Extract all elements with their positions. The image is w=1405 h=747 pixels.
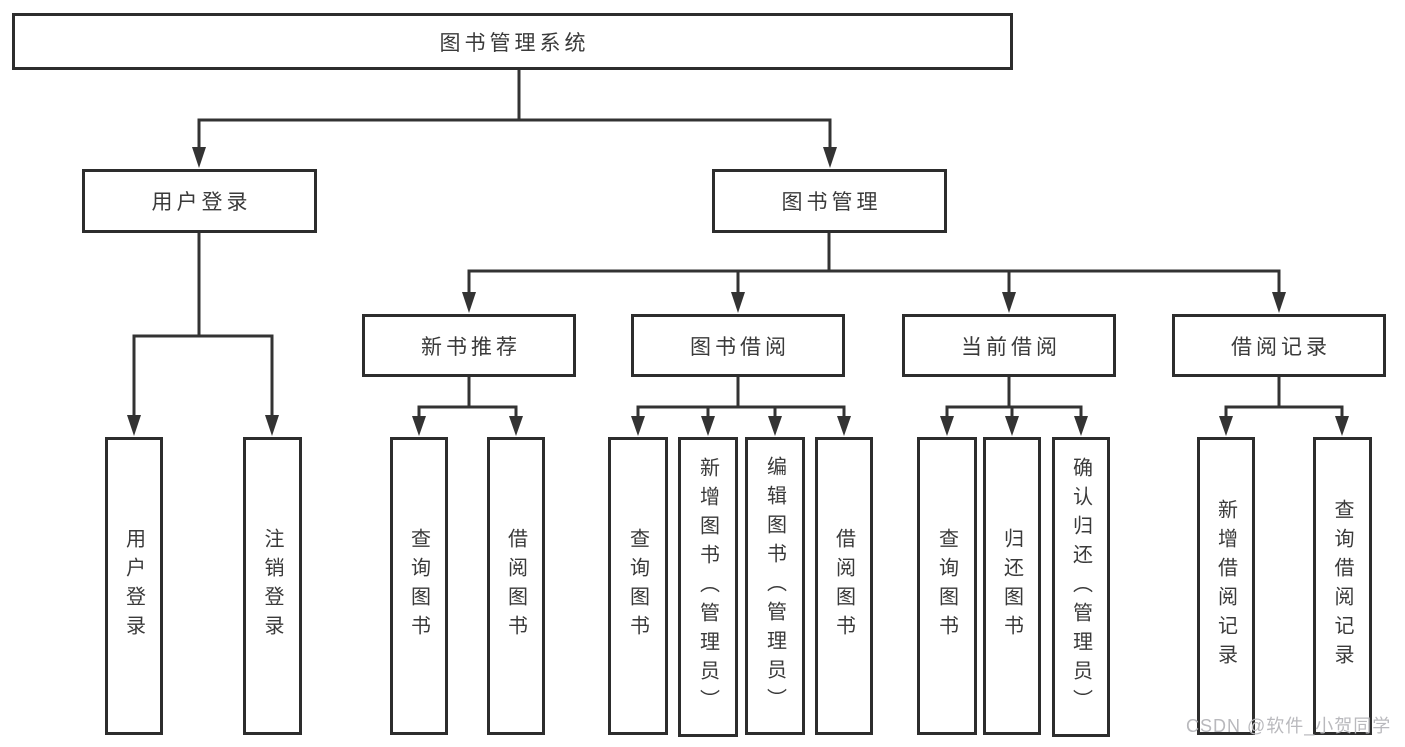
- node-label: 查询借阅记录: [1331, 499, 1353, 673]
- node-label: 注销登录: [261, 528, 283, 644]
- node-leaf-query-books-nb: 查询图书: [390, 437, 448, 735]
- node-label: 图书管理系统: [439, 31, 590, 55]
- node-label: 查询图书: [935, 528, 958, 644]
- csdn-watermark: CSDN @软件_小贺同学: [1186, 716, 1392, 736]
- node-leaf-borrow-books-nb: 借阅图书: [487, 437, 545, 735]
- node-leaf-query-borrow-record: 查询借阅记录: [1313, 437, 1372, 735]
- node-leaf-logout: 注销登录: [243, 437, 302, 735]
- node-label: 查询图书: [626, 528, 649, 644]
- node-leaf-query-books-cb: 查询图书: [917, 437, 977, 735]
- node-book-borrow: 图书借阅: [631, 314, 845, 377]
- node-user-login: 用户登录: [82, 169, 317, 233]
- node-label: 新书推荐: [421, 335, 521, 359]
- node-current-borrow: 当前借阅: [902, 314, 1116, 377]
- node-label: 用户登录: [151, 191, 252, 214]
- connector-current-borrow-to-leaves: [940, 377, 1088, 436]
- node-label: 新增图书（管理员）: [696, 456, 719, 718]
- node-leaf-query-books-bb: 查询图书: [608, 437, 668, 735]
- node-library-management-system: 图书管理系统: [12, 13, 1013, 70]
- node-leaf-borrow-books-bb: 借阅图书: [815, 437, 873, 735]
- connector-borrow-records-to-leaves: [1219, 377, 1349, 436]
- node-label: 查询图书: [407, 528, 430, 644]
- connector-book-mgmt-to-level3: [462, 233, 1286, 313]
- node-leaf-add-books-admin: 新增图书（管理员）: [678, 437, 738, 737]
- node-leaf-return-books: 归还图书: [983, 437, 1041, 735]
- node-book-management: 图书管理: [712, 169, 947, 233]
- node-label: 确认归还（管理员）: [1069, 456, 1092, 718]
- node-label: 编辑图书（管理员）: [763, 455, 786, 717]
- node-label: 借阅图书: [832, 528, 855, 644]
- node-label: 用户登录: [122, 528, 145, 644]
- connector-book-borrow-to-leaves: [631, 377, 851, 436]
- node-label: 借阅图书: [504, 528, 527, 644]
- node-label: 图书借阅: [690, 335, 790, 359]
- node-leaf-add-borrow-record: 新增借阅记录: [1197, 437, 1255, 735]
- node-leaf-confirm-return-admin: 确认归还（管理员）: [1052, 437, 1110, 737]
- node-label: 借阅记录: [1231, 335, 1331, 359]
- node-leaf-edit-books-admin: 编辑图书（管理员）: [745, 437, 805, 735]
- node-leaf-user-login: 用户登录: [105, 437, 163, 735]
- node-borrow-records: 借阅记录: [1172, 314, 1386, 377]
- node-label: 图书管理: [781, 191, 882, 214]
- node-label: 新增借阅记录: [1214, 499, 1237, 673]
- connector-root-to-level2: [192, 67, 837, 168]
- node-new-book-recommend: 新书推荐: [362, 314, 576, 377]
- connector-new-books-to-leaves: [412, 377, 523, 436]
- node-label: 归还图书: [1000, 528, 1023, 644]
- connector-user-login-to-leaves: [127, 233, 279, 436]
- node-label: 当前借阅: [961, 335, 1061, 359]
